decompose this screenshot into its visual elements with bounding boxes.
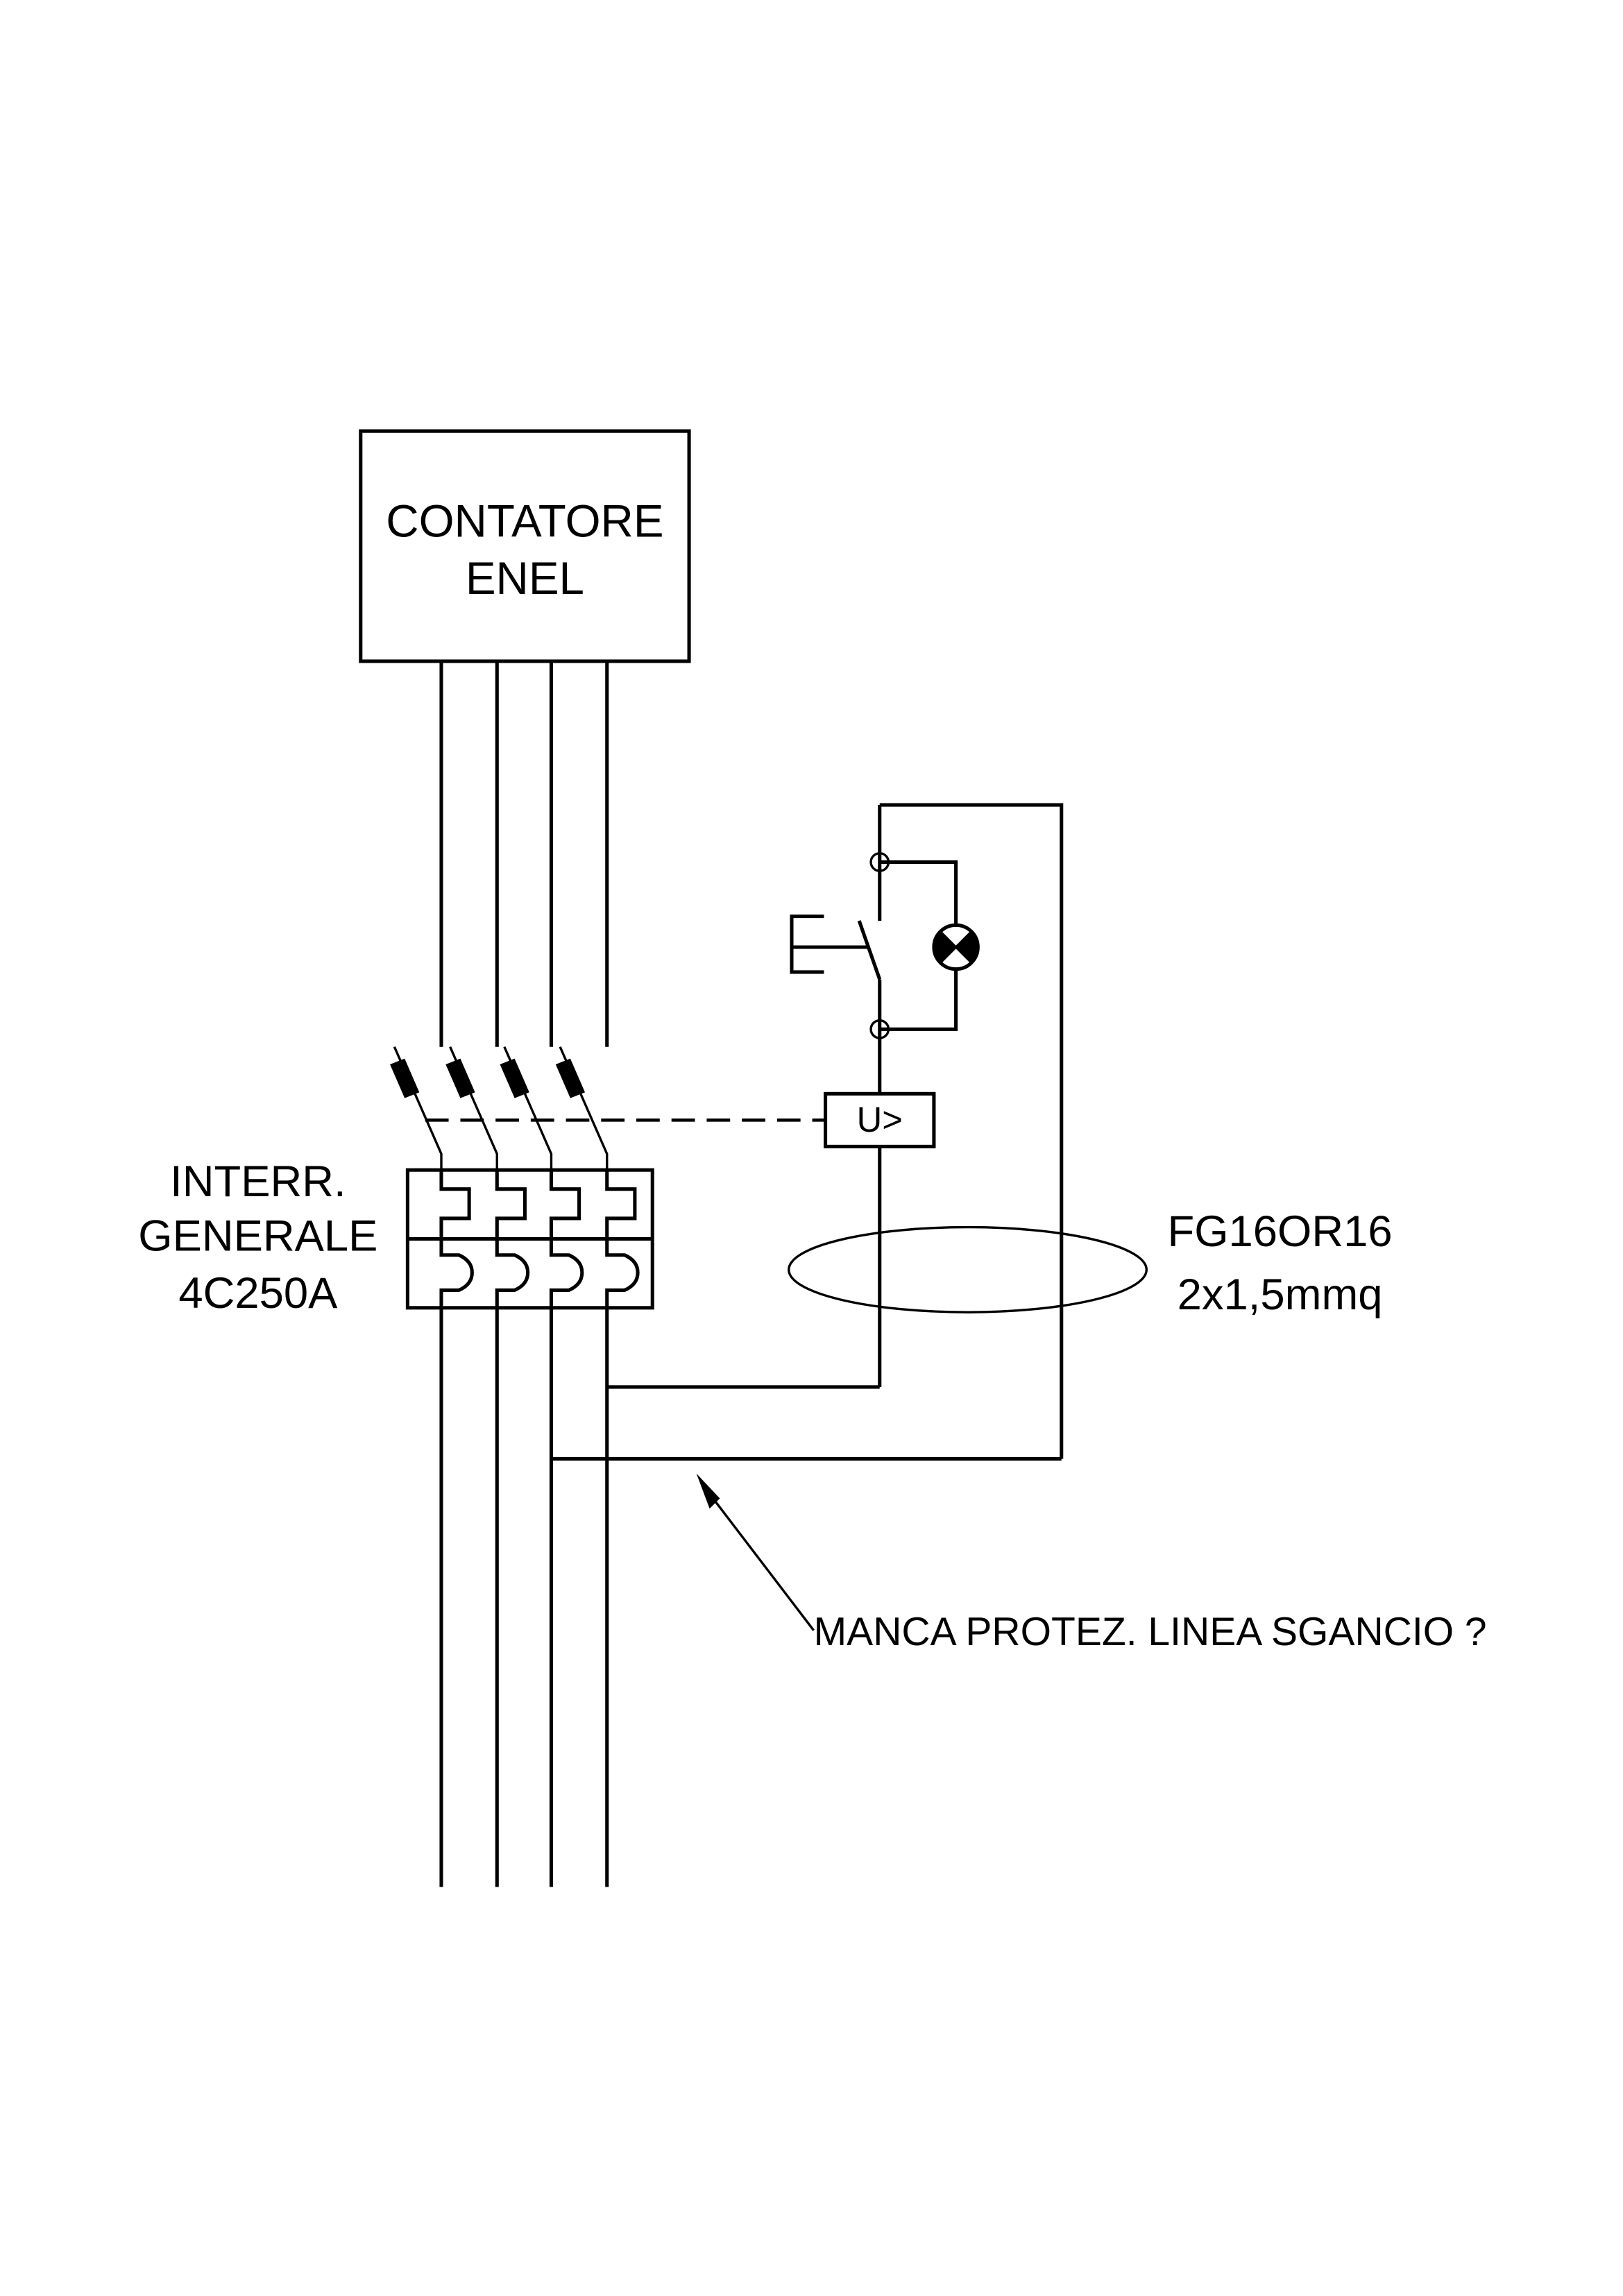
- meter-label-line1: CONTATORE: [386, 495, 663, 546]
- annotation: MANCA PROTEZ. LINEA SGANCIO ?: [696, 1473, 1487, 1654]
- lamp-wire-bottom: [879, 969, 958, 1031]
- switch-operator-icon: [555, 1058, 586, 1098]
- undervoltage-release: U>: [824, 1091, 936, 1148]
- annotation-text: MANCA PROTEZ. LINEA SGANCIO ?: [814, 1610, 1487, 1654]
- thermal-trip-icon-pole-1: [439, 1170, 471, 1239]
- undervoltage-symbol: U>: [857, 1100, 903, 1139]
- thermal-trip-icon-pole-3: [549, 1170, 581, 1239]
- cable-type-label: FG16OR16: [1168, 1207, 1393, 1256]
- lamp-wire-top: [879, 860, 958, 926]
- control-circuit: [551, 803, 1064, 1461]
- breaker-switch-blades: [390, 1046, 609, 1171]
- switch-operator-icon: [500, 1058, 529, 1098]
- outgoing-wires: [439, 1307, 609, 1887]
- incoming-wires: [439, 661, 609, 1047]
- main-breaker: INTERR. GENERALE 4C250A: [138, 1157, 654, 1318]
- meter-outline: [359, 429, 691, 663]
- arrow-head-icon: [696, 1473, 720, 1509]
- pushbutton-switch-icon: [790, 915, 882, 980]
- thermal-trip-icon-pole-2: [495, 1170, 527, 1239]
- meter-label-line2: ENEL: [466, 553, 584, 604]
- annotation-leader-line: [704, 1487, 815, 1631]
- switch-blade-pole-4: [555, 1046, 609, 1171]
- switch-operator-icon: [445, 1058, 475, 1098]
- switch-blade-pole-3: [500, 1046, 553, 1171]
- magnetic-trip-icon-pole-4: [605, 1239, 640, 1308]
- cable-size-label: 2x1,5mmq: [1178, 1270, 1383, 1319]
- meter-box: CONTATORE ENEL: [359, 429, 691, 663]
- switch-blade-pole-1: [390, 1046, 443, 1171]
- breaker-label-line1: INTERR.: [170, 1157, 346, 1206]
- thermal-trip-icon-pole-4: [605, 1170, 637, 1239]
- switch-operator-icon: [390, 1058, 420, 1098]
- cable-marker: FG16OR16 2x1,5mmq: [788, 1207, 1393, 1319]
- magnetic-trip-icon-pole-1: [439, 1239, 474, 1308]
- indicator-lamp-icon: [932, 923, 980, 971]
- switch-blade-pole-2: [445, 1046, 498, 1171]
- cable-bundle-ellipse: [788, 1225, 1148, 1313]
- breaker-label-line3: 4C250A: [178, 1269, 338, 1318]
- magnetic-trip-icon-pole-3: [549, 1239, 584, 1308]
- magnetic-trip-icon-pole-2: [495, 1239, 530, 1308]
- breaker-label-line2: GENERALE: [138, 1211, 377, 1260]
- control-return-wire: [879, 803, 1064, 1459]
